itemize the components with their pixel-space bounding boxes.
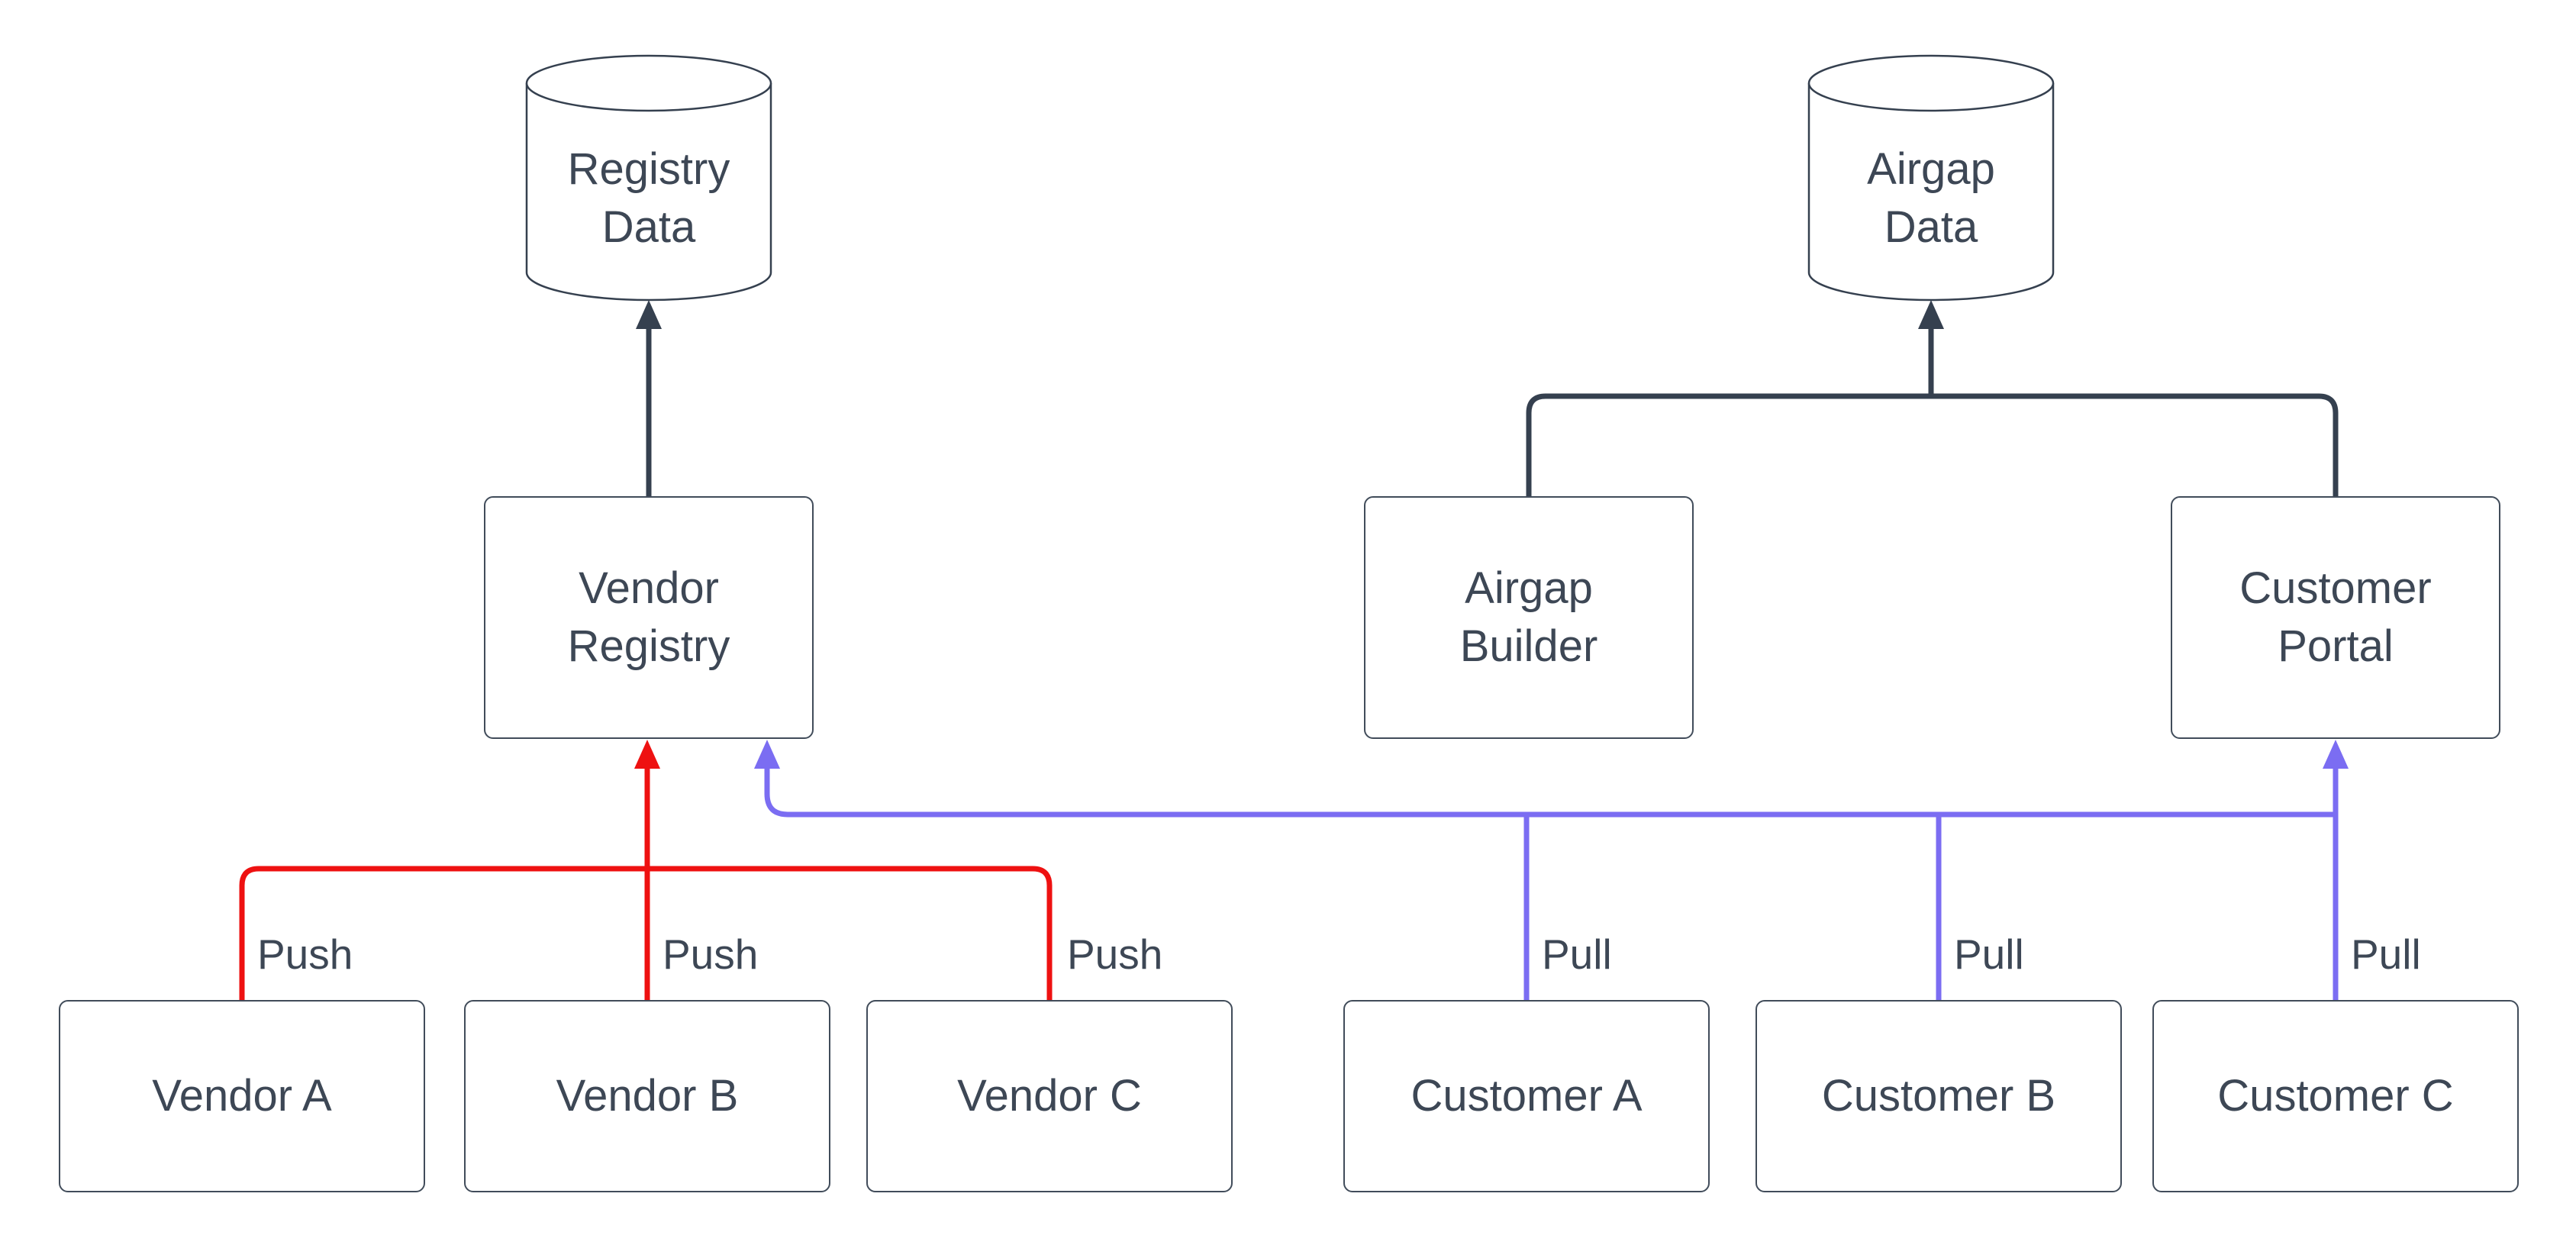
pull-label-customer-c: Pull <box>2351 931 2421 978</box>
customer-portal-label-line1: Customer <box>2239 563 2432 613</box>
customer-portal-node: Customer Portal <box>2171 496 2500 739</box>
vendor-c-node: Vendor C <box>866 1000 1233 1192</box>
registry-data-cylinder-body <box>525 83 772 302</box>
customer-c-label: Customer C <box>2217 1071 2454 1121</box>
push-label-vendor-b: Push <box>663 931 759 978</box>
customer-c-node: Customer C <box>2152 1000 2519 1192</box>
vendor-a-label: Vendor A <box>152 1071 332 1121</box>
registry-data-cylinder-top <box>525 54 772 112</box>
customer-a-label: Customer A <box>1411 1071 1643 1121</box>
airgap-builder-node: Airgap Builder <box>1364 496 1694 739</box>
registry-data-cylinder-shape <box>525 54 772 302</box>
vendor-registry-node: Vendor Registry <box>484 496 814 739</box>
airgap-data-cylinder-shape <box>1807 54 2055 302</box>
vendor-c-label: Vendor C <box>957 1071 1142 1121</box>
customer-b-label: Customer B <box>1821 1071 2056 1121</box>
edge-push-arrowhead <box>634 740 660 769</box>
edge-pull-to-customer-portal-arrowhead <box>2323 740 2349 769</box>
pull-label-customer-a: Pull <box>1542 931 1612 978</box>
airgap-builder-label-line1: Airgap <box>1465 563 1593 613</box>
vendor-registry-label-line2: Registry <box>567 621 730 671</box>
edge-bracket-builder-portal <box>1526 393 2339 496</box>
customer-a-node: Customer A <box>1343 1000 1710 1192</box>
airgap-builder-label-line2: Builder <box>1459 621 1598 671</box>
edge-airgap-data-arrowhead <box>1918 300 1944 329</box>
pull-label-customer-b: Pull <box>1954 931 2024 978</box>
push-label-vendor-c: Push <box>1067 931 1163 978</box>
edge-pull-to-vendor-registry-arrowhead <box>754 740 780 769</box>
push-label-vendor-a: Push <box>257 931 353 978</box>
vendor-registry-label-line1: Vendor <box>579 563 719 613</box>
airgap-data-cylinder-top <box>1807 54 2055 112</box>
vendor-a-node: Vendor A <box>59 1000 425 1192</box>
edge-registry-data-arrowhead <box>636 300 662 329</box>
customer-portal-label-line2: Portal <box>2278 621 2394 671</box>
vendor-b-node: Vendor B <box>464 1000 830 1192</box>
airgap-data-cylinder-body <box>1807 83 2055 302</box>
vendor-b-label: Vendor B <box>556 1071 739 1121</box>
edge-pull-trunk <box>764 766 2336 818</box>
customer-b-node: Customer B <box>1755 1000 2122 1192</box>
